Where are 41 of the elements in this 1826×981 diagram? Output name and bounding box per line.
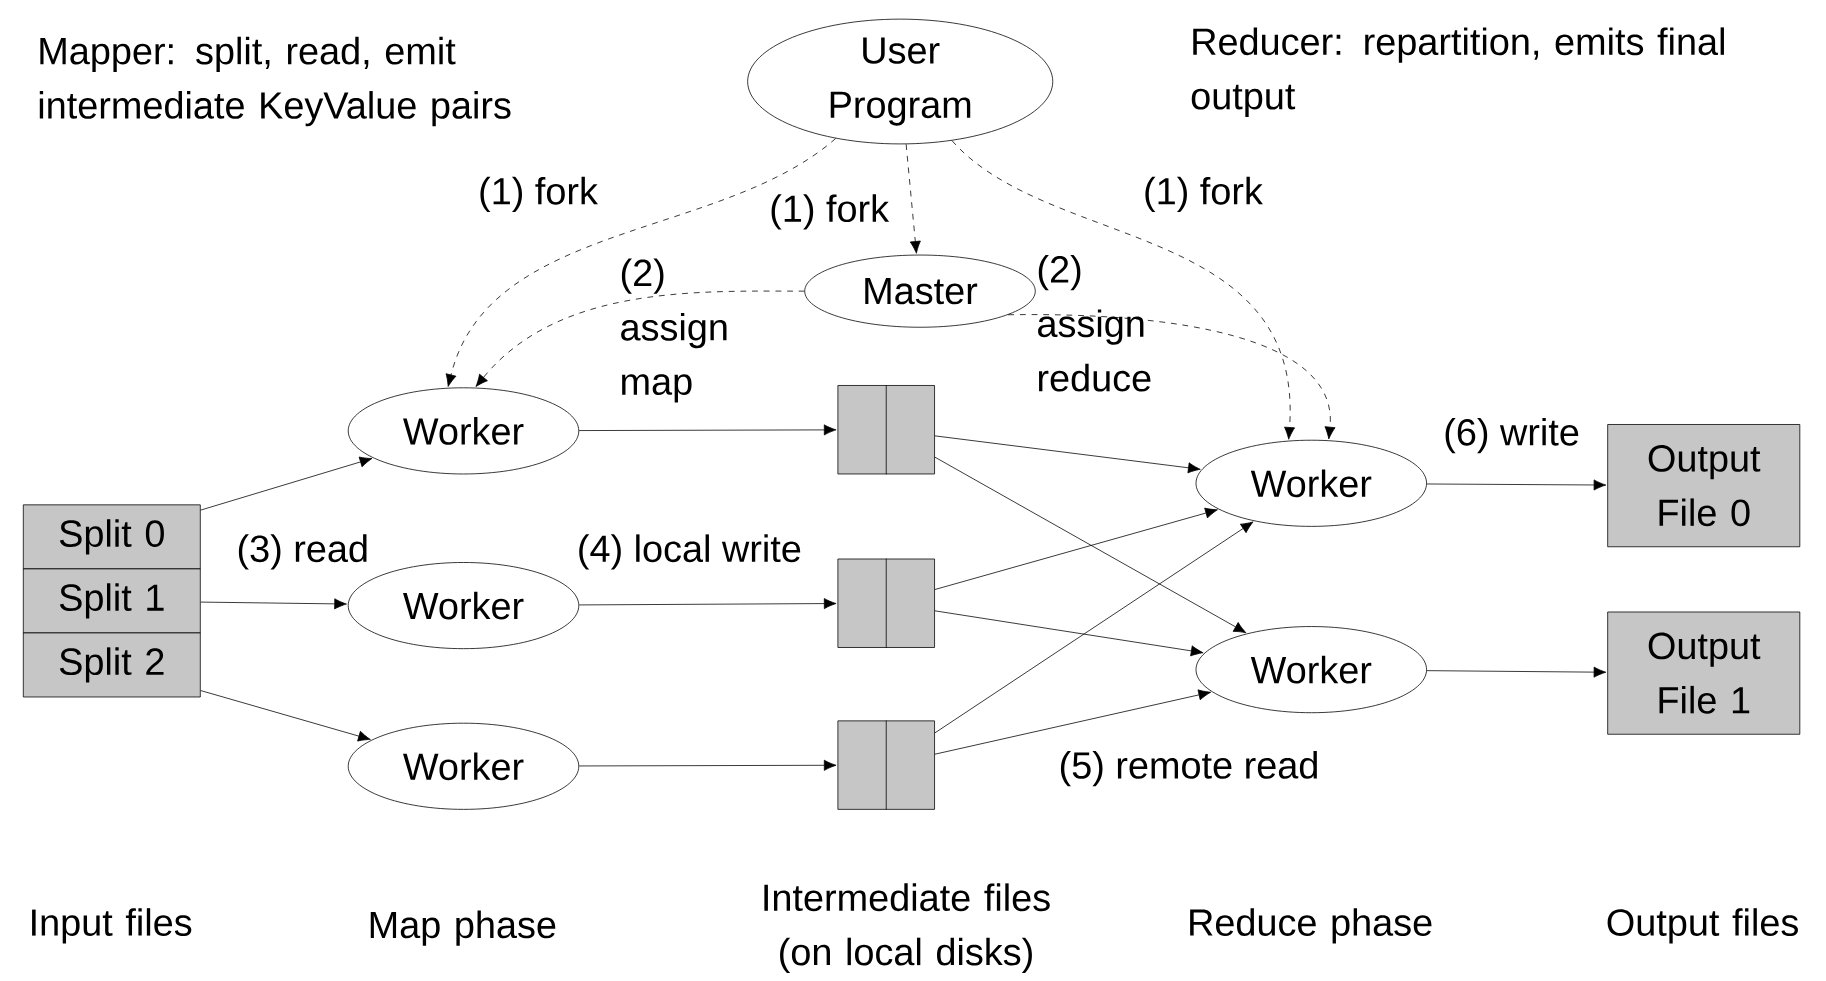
arrow — [934, 689, 1212, 755]
arrow — [934, 457, 1247, 634]
arrow — [934, 435, 1201, 474]
file-box: Split 0 — [22, 504, 201, 570]
caption-text: Mapper: split, read, emit intermediate KeyValue pairs — [39, 36, 511, 127]
edge-label: (1) fork — [767, 192, 892, 232]
file-box: Output File 0 — [1607, 424, 1801, 548]
arrow — [934, 507, 1218, 591]
arrow — [1426, 666, 1607, 678]
file-box — [837, 720, 935, 811]
arrow — [1426, 479, 1607, 491]
edge-label: (5) remote read — [1056, 749, 1322, 789]
file-box — [837, 558, 935, 649]
edge-label: (6) write — [1441, 416, 1582, 456]
arrow — [578, 424, 837, 436]
caption-text: Reducer: repartition, emits final output — [1191, 27, 1724, 118]
edge-label: (1) fork — [476, 175, 600, 215]
dashed-arrow — [1007, 314, 1336, 440]
arrow — [934, 521, 1254, 734]
file-box: Split 1 — [22, 568, 201, 634]
file-box — [837, 384, 935, 475]
caption-text: Reduce phase — [1190, 908, 1432, 944]
file-box: Output File 1 — [1607, 611, 1801, 735]
caption-text: Output files — [1607, 908, 1798, 944]
arrow — [578, 760, 837, 771]
arrow — [934, 610, 1204, 657]
arrow — [200, 598, 347, 610]
dashed-arrow — [445, 138, 837, 388]
arrow — [578, 598, 837, 610]
caption-text: Intermediate files (on local disks) — [764, 883, 1050, 974]
caption-text: Map phase — [370, 910, 556, 946]
edge-label: (2) assign reduce — [1038, 255, 1151, 392]
arrow — [200, 456, 373, 511]
arrow — [200, 690, 371, 742]
dashed-arrow — [951, 140, 1296, 440]
dashed-arrow — [905, 144, 921, 254]
edge-label: (2) assign map — [621, 258, 727, 403]
caption-text: Input files — [32, 908, 192, 944]
dashed-arrow — [475, 290, 805, 388]
edge-label: (1) fork — [1141, 175, 1265, 215]
file-box: Split 2 — [22, 632, 201, 698]
